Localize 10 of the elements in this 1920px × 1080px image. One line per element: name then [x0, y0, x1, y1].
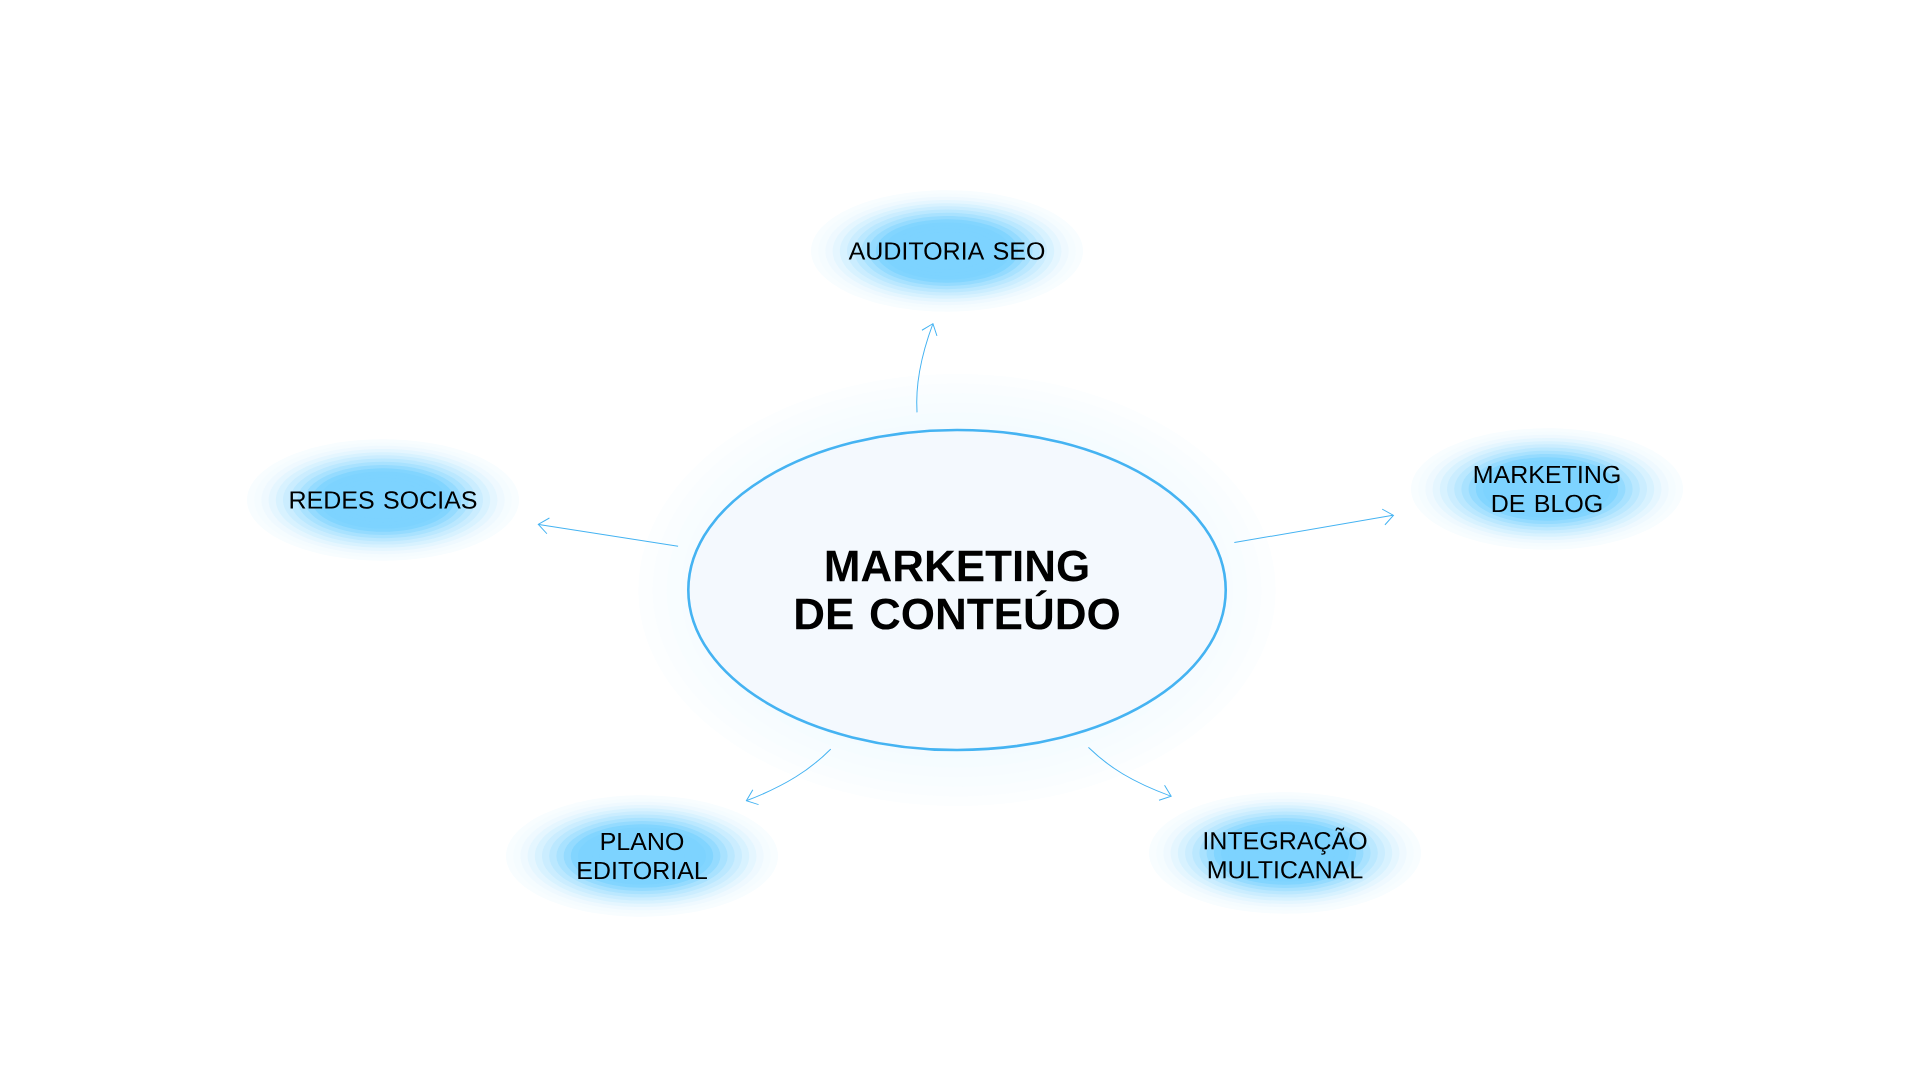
topic-bubble: MARKETING DE BLOG	[1411, 428, 1683, 550]
topic-bubble: INTEGRAÇÃO MULTICANAL	[1149, 792, 1421, 914]
topic-bubble: AUDITORIA SEO	[811, 190, 1083, 312]
arrow	[916, 323, 938, 413]
arrow	[745, 748, 832, 806]
topic-bubble: PLANO EDITORIAL	[506, 795, 778, 917]
arrow	[1087, 746, 1172, 801]
arrow	[1233, 508, 1394, 543]
topic-bubble: REDES SOCIAS	[247, 439, 519, 561]
arrow	[537, 517, 679, 547]
